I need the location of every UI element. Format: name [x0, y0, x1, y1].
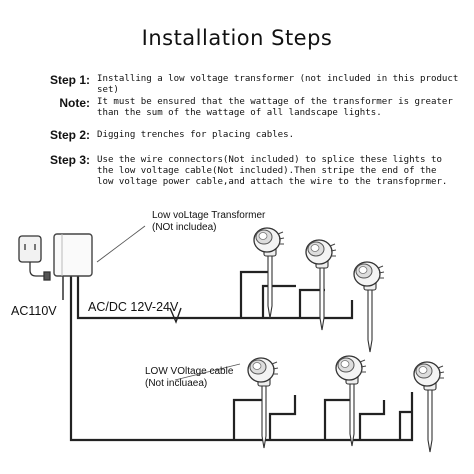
low-voltage-cable: [69, 270, 414, 442]
cable-note: (Not incluaea): [145, 378, 208, 389]
dc-voltage-label: AC/DC 12V-24V: [88, 300, 179, 314]
ac-voltage-label: AC110V: [11, 304, 57, 318]
spotlight-icon: [413, 361, 445, 453]
transformer-icon: [53, 233, 93, 277]
splice-marker: [169, 307, 182, 324]
step-1-label: Step 1:: [49, 73, 90, 87]
ac-plug-icon: [18, 235, 51, 281]
note-label: Note:: [59, 96, 90, 110]
transformer-pointer: [96, 225, 146, 263]
transformer-label: Low voLtage Transformer: [152, 210, 266, 221]
spotlight-icon: [305, 239, 337, 331]
note-text: It must be ensured that the wattage of t…: [97, 97, 453, 118]
spotlight-icon: [247, 357, 279, 449]
step-1-text: Installing a low voltage transformer (no…: [97, 74, 459, 95]
cable-pointer: [174, 363, 241, 381]
page-title: Installation Steps: [141, 26, 333, 50]
step-3-label: Step 3:: [49, 153, 90, 167]
transformer-leads: [62, 276, 79, 300]
step-3-text: Use the wire connectors(Not included) to…: [97, 155, 448, 187]
spotlight-icon: [353, 261, 385, 353]
cable-label: LOW VOltage cable: [145, 366, 234, 377]
step-2-text: Digging trenches for placing cables.: [97, 130, 295, 140]
step-2-label: Step 2:: [49, 128, 90, 142]
transformer-note: (NOt includea): [152, 222, 217, 233]
